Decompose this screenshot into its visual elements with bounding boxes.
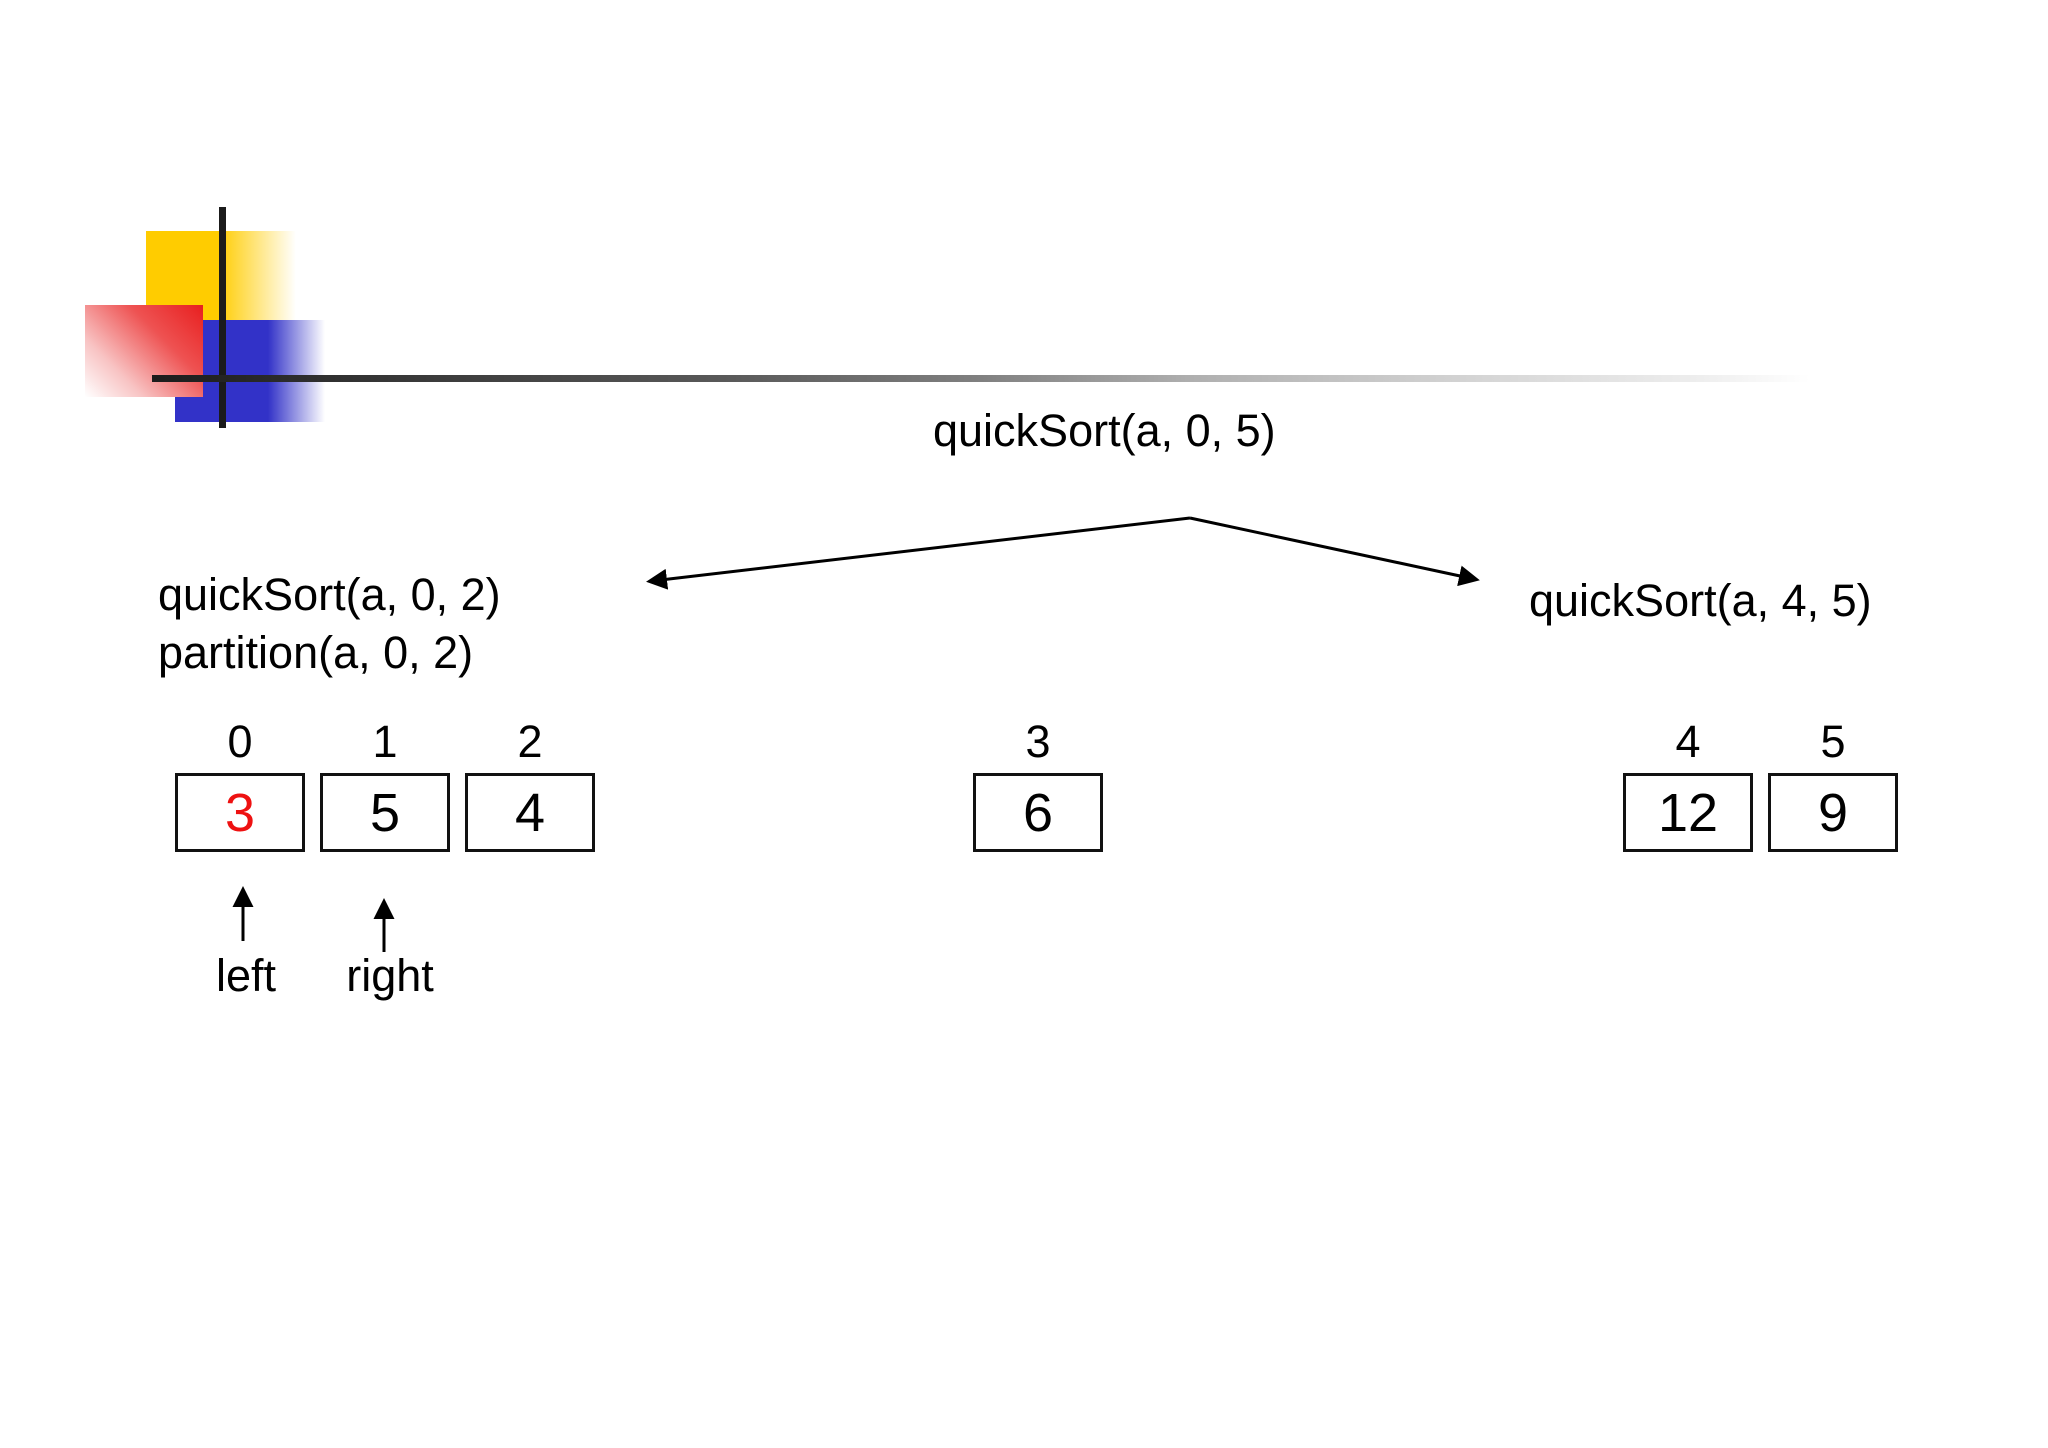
right-branch-call-label: quickSort(a, 4, 5) [1529,575,1872,626]
array-value-box: 4 [465,773,595,852]
array-index-label: 0 [227,716,253,767]
array-index-label: 3 [1025,716,1051,767]
array-value-box: 12 [1623,773,1753,852]
array-index-label: 2 [517,716,543,767]
left-branch-partition-label: partition(a, 0, 2) [158,627,474,678]
array-cell: 4 12 [1623,716,1753,852]
logo-red-square [85,305,203,397]
array-cell: 0 3 [175,716,305,852]
branch-arrow-left [646,516,1191,590]
array-value-box: 5 [320,773,450,852]
array-value-box: 3 [175,773,305,852]
left-branch-call-label: quickSort(a, 0, 2) [158,569,501,620]
branch-arrow-right [1189,516,1480,587]
array-index-label: 1 [372,716,398,767]
array-cell: 3 6 [973,716,1103,852]
logo-vertical-line [219,207,226,428]
root-call-label: quickSort(a, 0, 5) [933,405,1276,456]
array-value-box: 6 [973,773,1103,852]
array-value-box: 9 [1768,773,1898,852]
array-cell: 2 4 [465,716,595,852]
right-branch-labels: quickSort(a, 4, 5) [1529,572,1872,630]
array-index-label: 4 [1675,716,1701,767]
array-cell: 5 9 [1768,716,1898,852]
right-pointer-label: right [346,950,434,1001]
left-pointer-label: left [215,950,277,1001]
array-index-label: 5 [1820,716,1846,767]
header-rule-line [152,375,1810,382]
left-branch-labels: quickSort(a, 0, 2) partition(a, 0, 2) [158,566,501,682]
array-cell: 1 5 [320,716,450,852]
